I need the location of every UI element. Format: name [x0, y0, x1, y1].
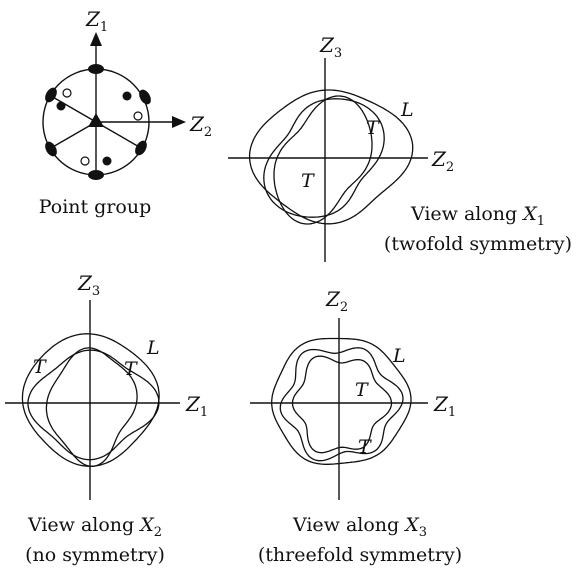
view-x3-diagram: Z2 Z1 L T T [250, 287, 456, 500]
view-x1-curve-T-inner [273, 95, 373, 225]
view-x3-label-T-upper: T [355, 379, 369, 401]
caption-axis: X [140, 514, 154, 536]
view-x1-diagram: Z3 Z2 L T T [228, 33, 454, 262]
threefold-axis-triangle-icon [88, 113, 104, 127]
view-x3-z2-label: Z2 [325, 287, 348, 315]
pole-dot-open [80, 156, 90, 166]
view-x2-label-T-right: T [124, 358, 138, 380]
view-x3-curve-T-inner [291, 355, 393, 454]
view-x2-z3-label: Z3 [77, 271, 100, 299]
view-x1-z2-label: Z2 [431, 147, 454, 175]
caption-axis-sub: 3 [418, 524, 428, 540]
view-x1-caption: View along X1 (twofold symmetry) [378, 203, 578, 255]
view-x1-label-T-left: T [301, 170, 315, 192]
caption-text: View along [27, 514, 141, 536]
view-x2-diagram: Z3 Z1 L T T [5, 271, 208, 500]
view-x1-caption-line1: View along X1 [378, 203, 578, 233]
view-x3-caption-line2: (threefold symmetry) [257, 543, 463, 566]
view-x2-z1-label: Z1 [185, 392, 208, 420]
twofold-marker-lower-left [45, 141, 57, 157]
pole-dot-filled [102, 156, 112, 166]
pole-dot-filled [122, 91, 132, 101]
twofold-marker-upper-left [45, 87, 57, 103]
view-x3-caption-line1: View along X3 [250, 514, 470, 544]
view-x1-curve-L [248, 89, 414, 225]
spoke-upper-left [50, 95, 97, 123]
view-x2-caption: View along X2 (no symmetry) [5, 514, 185, 566]
view-x2-curve-L [21, 333, 160, 467]
view-x3-label-L: L [392, 345, 406, 367]
twofold-marker-lower-right [135, 140, 147, 156]
twofold-marker-bottom [88, 170, 104, 180]
caption-axis: X [405, 514, 419, 536]
pole-dot-open [133, 111, 143, 121]
point-group-stereogram: Z1 Z2 [42, 7, 212, 180]
caption-text: View along [292, 514, 406, 536]
view-x1-curve-T-outer [263, 98, 385, 218]
caption-axis: X [523, 203, 537, 225]
caption-axis-sub: 1 [536, 213, 546, 229]
view-x3-curve-L [271, 337, 412, 465]
z1-arrowhead-icon [90, 32, 102, 46]
caption-axis-sub: 2 [153, 524, 163, 540]
twofold-marker-top [88, 64, 104, 74]
z1-axis-label: Z1 [85, 7, 108, 35]
view-x1-label-T-right: T [366, 117, 380, 139]
view-x2-curve-T-outer [27, 349, 160, 461]
view-x2-curve-T-inner [45, 347, 138, 467]
view-x2-label-L: L [146, 337, 160, 359]
point-group-caption: Point group [38, 196, 152, 218]
view-x2-label-T-left: T [33, 356, 47, 378]
twofold-marker-upper-right [139, 89, 151, 105]
view-x3-z1-label: Z1 [433, 392, 456, 420]
view-x2-caption-line2: (no symmetry) [25, 543, 165, 566]
z2-arrowhead-icon [172, 116, 186, 128]
pole-dot-open [62, 88, 72, 98]
view-x1-z3-label: Z3 [319, 33, 342, 61]
view-x3-curve-T-outer [279, 347, 404, 462]
view-x1-label-L: L [400, 99, 414, 121]
view-x3-caption: View along X3 (threefold symmetry) [250, 514, 470, 566]
view-x1-caption-line2: (twofold symmetry) [383, 232, 573, 255]
view-x2-caption-line1: View along X2 [5, 514, 185, 544]
z2-axis-label: Z2 [189, 112, 212, 140]
view-x3-label-T-lower: T [358, 436, 372, 458]
pole-dot-filled [56, 101, 66, 111]
caption-text: View along [410, 203, 524, 225]
